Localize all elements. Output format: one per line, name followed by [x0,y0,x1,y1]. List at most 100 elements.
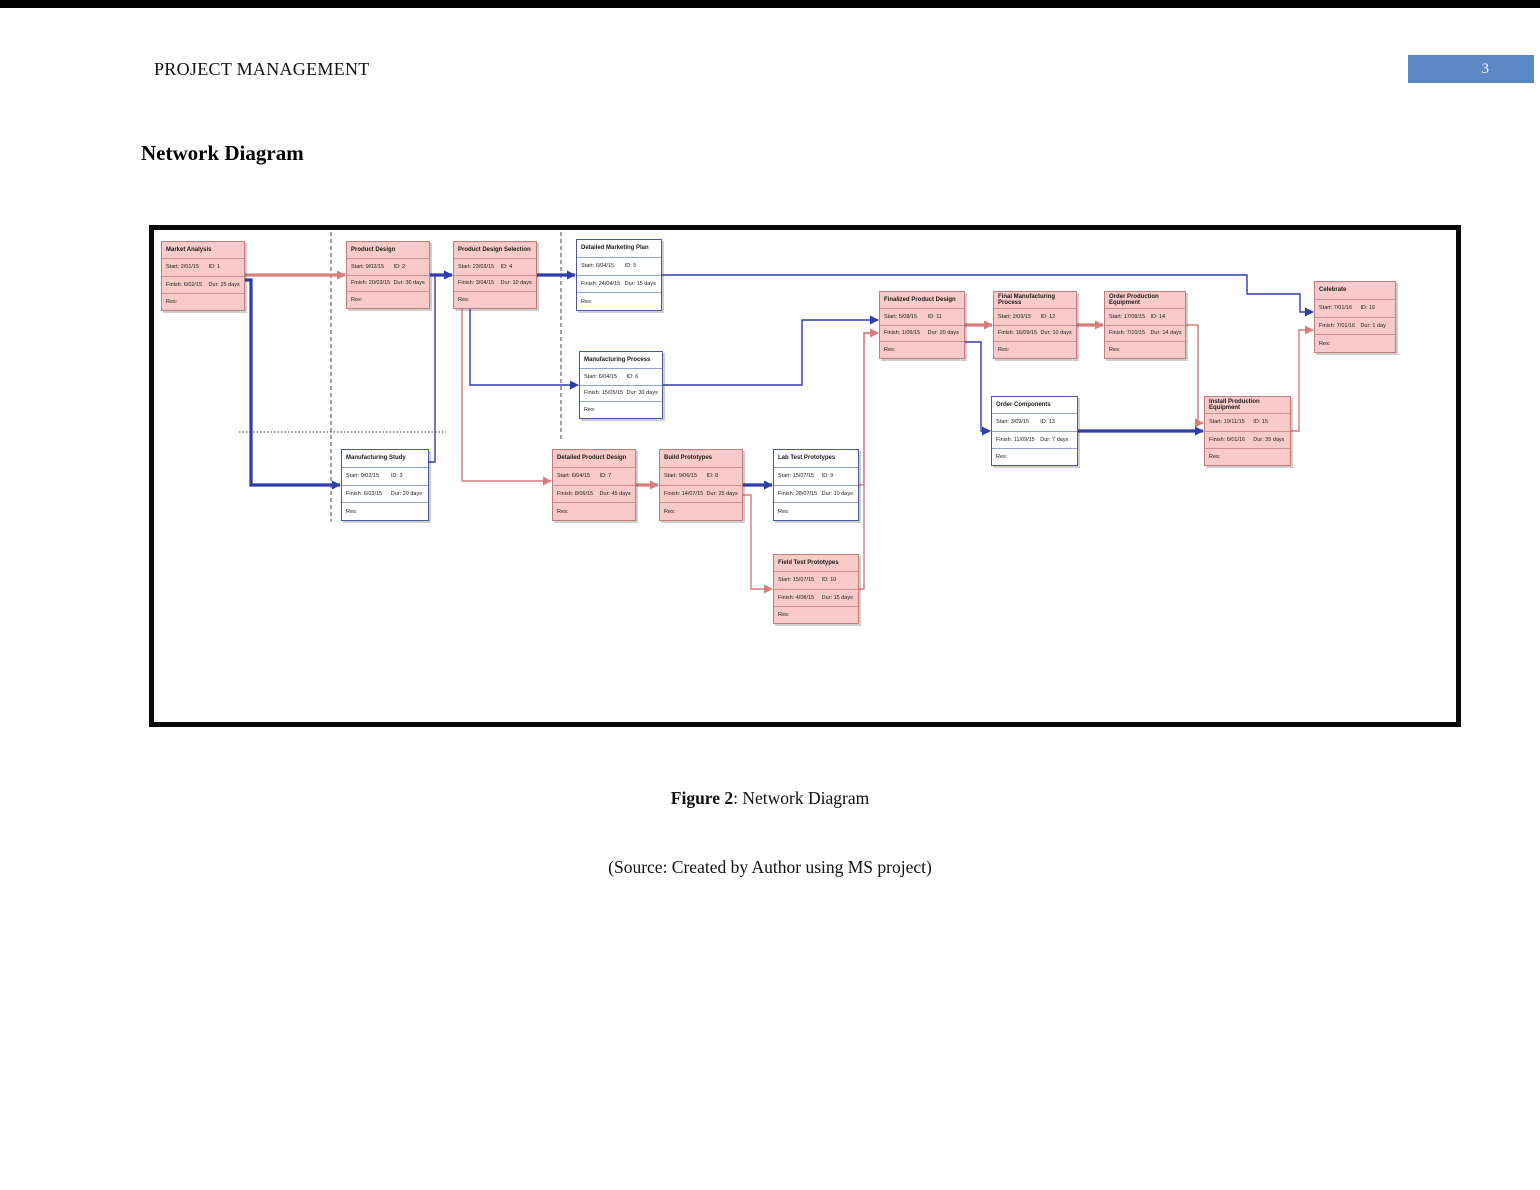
res-label: Res: [884,347,896,354]
res-label: Res: [996,453,1008,460]
start-label: Start: [351,263,365,270]
res-label: Res: [778,508,790,515]
dur-label: Dur: [390,490,402,497]
task-start: Start: 15/07/15 [778,473,822,479]
task-id: ID: 11 [928,314,962,320]
dur-value: 25 days [220,281,240,288]
start-value: 5/08/15 [898,313,918,320]
start-label: Start: [584,373,598,380]
start-value: 9/02/15 [360,473,380,480]
dur-value: 25 days [718,490,738,497]
task-resources-row: Res: [1315,335,1395,352]
task-name: Lab Test Prototypes [774,450,858,468]
dur-label: Dur: [706,490,717,497]
task-duration: Dur: 14 days [1150,330,1183,336]
finish-label: Finish: [351,280,368,287]
dur-label: Dur: [1040,330,1051,337]
finish-label: Finish: [664,490,681,497]
start-label: Start: [166,264,180,271]
id-value: 15 [1261,419,1268,426]
task-resources-row: Res: [1205,449,1290,465]
task-start: Start: 2/09/15 [998,314,1041,320]
dur-label: Dur: [821,490,833,497]
task-id: ID: 2 [394,264,427,270]
task-duration: Dur: 30 days [627,390,660,396]
task-resources-row: Res: [660,503,742,520]
res-label: Res: [351,297,363,304]
dur-label: Dur: [1253,436,1264,443]
task-id: ID: 15 [1253,419,1288,425]
res-label: Res: [1209,453,1221,460]
finish-label: Finish: [584,390,601,397]
finish-value: 28/07/15 [795,490,818,497]
id-label: ID: [500,263,508,270]
task-start: Start: 23/03/15 [458,264,501,270]
res-label: Res: [664,508,676,515]
start-label: Start: [581,263,595,270]
dur-value: 10 days [1052,330,1072,337]
id-label: ID: [624,263,632,270]
res-label: Res: [166,298,178,305]
task-resources-row: Res: [1105,342,1185,358]
figure-source: (Source: Created by Author using MS proj… [608,857,932,877]
task-start: Start: 6/04/15 [557,473,600,479]
finish-value: 20/03/15 [368,280,391,287]
task-start: Start: 3/09/15 [996,419,1040,425]
link-task8-to-task10 [743,494,773,594]
task-resources-row: Res: [994,342,1076,358]
top-border-bar [0,0,1540,8]
dur-value: 15 days [833,594,853,601]
task-resources-row: Res: [580,402,662,418]
task-finish: Finish: 6/03/15 [346,491,391,497]
task-id: ID: 16 [1360,305,1393,311]
link-task1-to-task3 [245,278,341,490]
task-duration: Dur: 20 days [391,491,426,497]
task-start: Start: 9/02/15 [346,473,391,479]
task-name: Build Prototypes [660,450,742,468]
link-task5-to-task16 [662,274,1314,317]
start-value: 2/01/15 [180,264,200,271]
link-task15-to-task16 [1291,325,1314,432]
id-label: ID: [927,313,935,320]
task-finish: Finish: 20/03/15 [351,280,394,286]
id-value: 9 [830,473,834,480]
task-name: Product Design [347,242,429,259]
task-finish: Finish: 28/07/15 [778,491,822,497]
task-id: ID: 10 [822,577,856,583]
task-id: ID: 5 [625,263,659,269]
finish-value: 11/09/15 [1013,436,1035,443]
finish-label: Finish: [778,490,795,497]
res-label: Res: [581,298,593,305]
task-finish: Finish: 4/08/15 [778,595,822,601]
finish-value: 6/01/16 [1226,436,1246,443]
dur-value: 15 days [636,280,656,287]
task-duration: Dur: 15 days [625,281,659,287]
task-resources-row: Res: [342,503,428,520]
start-value: 3/09/15 [1010,419,1030,426]
task-name: Detailed Product Design [553,450,635,468]
start-value: 6/04/15 [571,473,591,480]
dur-label: Dur: [599,490,610,497]
dur-value: 20 days [939,330,959,337]
task-start: Start: 9/02/15 [351,264,394,270]
dur-label: Dur: [393,280,404,287]
task-duration: Dur: 45 days [600,491,633,497]
